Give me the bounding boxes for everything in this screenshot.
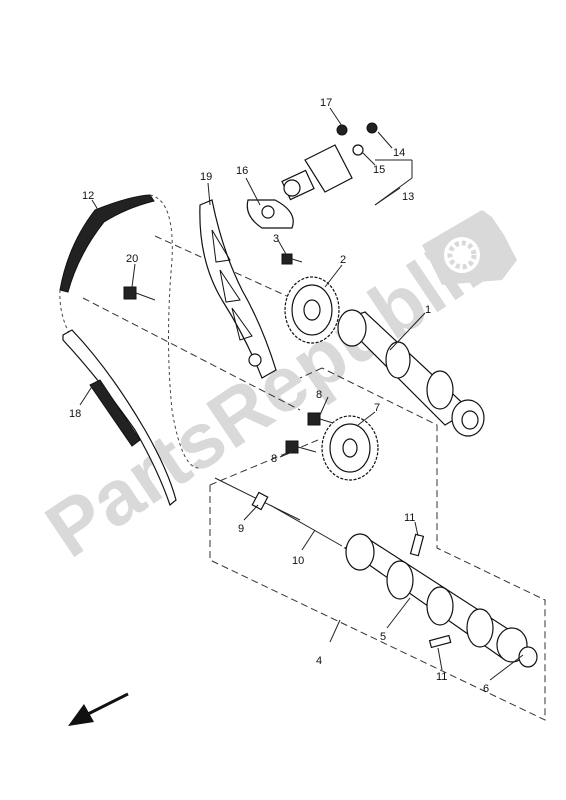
label-part-20: 20 (126, 253, 138, 265)
part-labels: 1 2 3 4 5 6 7 8 8 9 10 11 11 12 13 14 15… (69, 97, 489, 695)
assembly-outlines (82, 159, 546, 721)
arrow-icon (68, 692, 129, 726)
label-part-4: 4 (316, 655, 322, 667)
label-part-18: 18 (69, 408, 81, 420)
label-part-16: 16 (236, 165, 248, 177)
label-part-3: 3 (273, 233, 279, 245)
tensioner-assembly (281, 122, 378, 201)
tensioner-guide (199, 199, 277, 379)
leader-lines (79, 107, 524, 681)
label-part-12: 12 (82, 190, 94, 202)
label-part-6: 6 (483, 683, 489, 695)
sprocket-intake (321, 415, 379, 481)
label-part-8a: 8 (316, 389, 322, 401)
label-part-8b: 8 (271, 453, 277, 465)
label-part-11b: 11 (436, 671, 447, 683)
sprocket-exhaust (284, 276, 340, 344)
timing-chain (59, 194, 201, 469)
camshaft-exhaust (337, 309, 485, 437)
label-part-10: 10 (292, 555, 304, 567)
label-part-1: 1 (425, 304, 431, 316)
label-part-14: 14 (393, 147, 405, 159)
gear-icon (422, 210, 517, 285)
gasket (246, 199, 294, 229)
label-part-5: 5 (380, 631, 386, 643)
label-part-19: 19 (200, 171, 212, 183)
label-part-9: 9 (238, 523, 244, 535)
label-part-2: 2 (340, 254, 346, 266)
label-part-13: 13 (402, 191, 414, 203)
camshaft-intake (343, 533, 538, 668)
shafts-and-pins (214, 477, 452, 649)
label-part-15: 15 (373, 164, 385, 176)
label-part-11a: 11 (404, 512, 415, 524)
bolts (123, 253, 337, 454)
label-part-7: 7 (374, 402, 380, 414)
chain-guide (62, 329, 177, 507)
label-part-17: 17 (320, 97, 332, 109)
